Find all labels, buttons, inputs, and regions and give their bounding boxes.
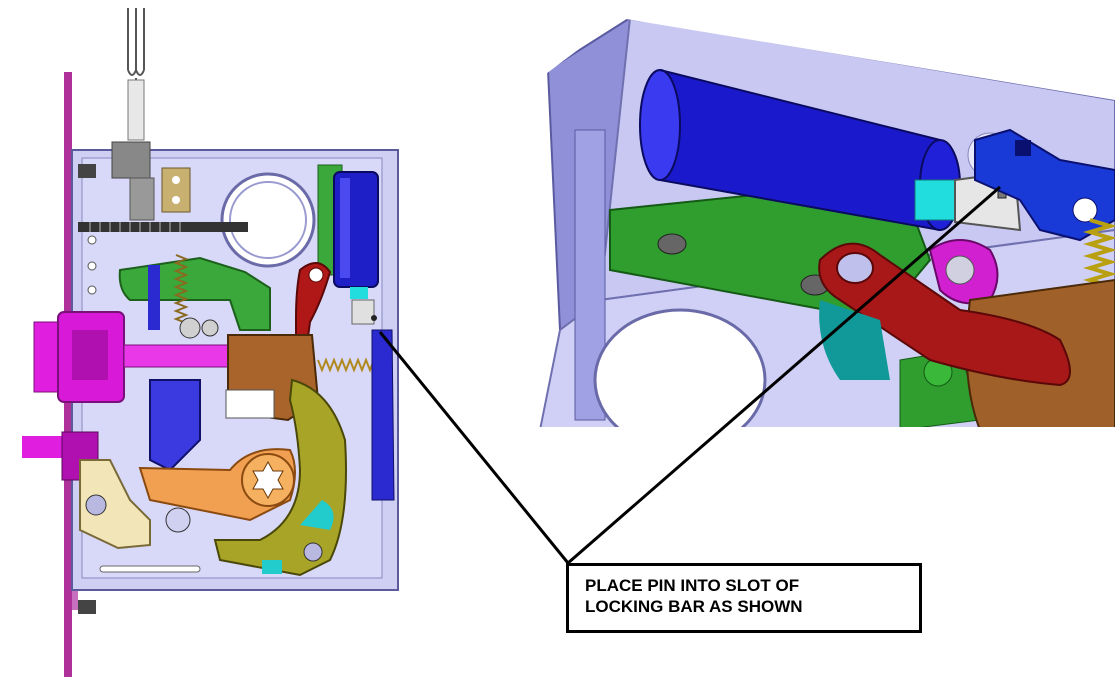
star-hub: [252, 460, 284, 500]
blue-mechanism: [149, 379, 201, 472]
solenoid-plunger: [350, 287, 368, 299]
threaded-rod: [78, 222, 248, 232]
leader-line-left: [378, 331, 570, 564]
instruction-callout: PLACE PIN INTO SLOT OF LOCKING BAR AS SH…: [566, 563, 922, 633]
locking-pin: [371, 315, 377, 321]
detail-plunger: [914, 179, 956, 221]
detail-red-lever: [818, 242, 1071, 387]
leader-line-right: [567, 185, 1001, 565]
callout-line-2: LOCKING BAR AS SHOWN: [585, 597, 803, 616]
cream-latch: [79, 459, 151, 550]
leader-lines: [378, 185, 1001, 565]
detail-solenoid: [639, 69, 681, 181]
blue-slide: [371, 329, 395, 501]
detail-hub-hole: [593, 308, 767, 427]
brass-bracket: [161, 167, 191, 213]
wire-sleeve: [127, 79, 145, 141]
red-lever: [295, 262, 332, 353]
wire-nut: [111, 141, 151, 179]
spring-right: [317, 357, 375, 373]
spring-left: [173, 254, 189, 324]
callout-line-1: PLACE PIN INTO SLOT OF: [585, 576, 800, 595]
spindle: [123, 344, 240, 368]
mortise-lock-assembly: [22, 8, 399, 677]
detail-view: [538, 18, 1115, 427]
